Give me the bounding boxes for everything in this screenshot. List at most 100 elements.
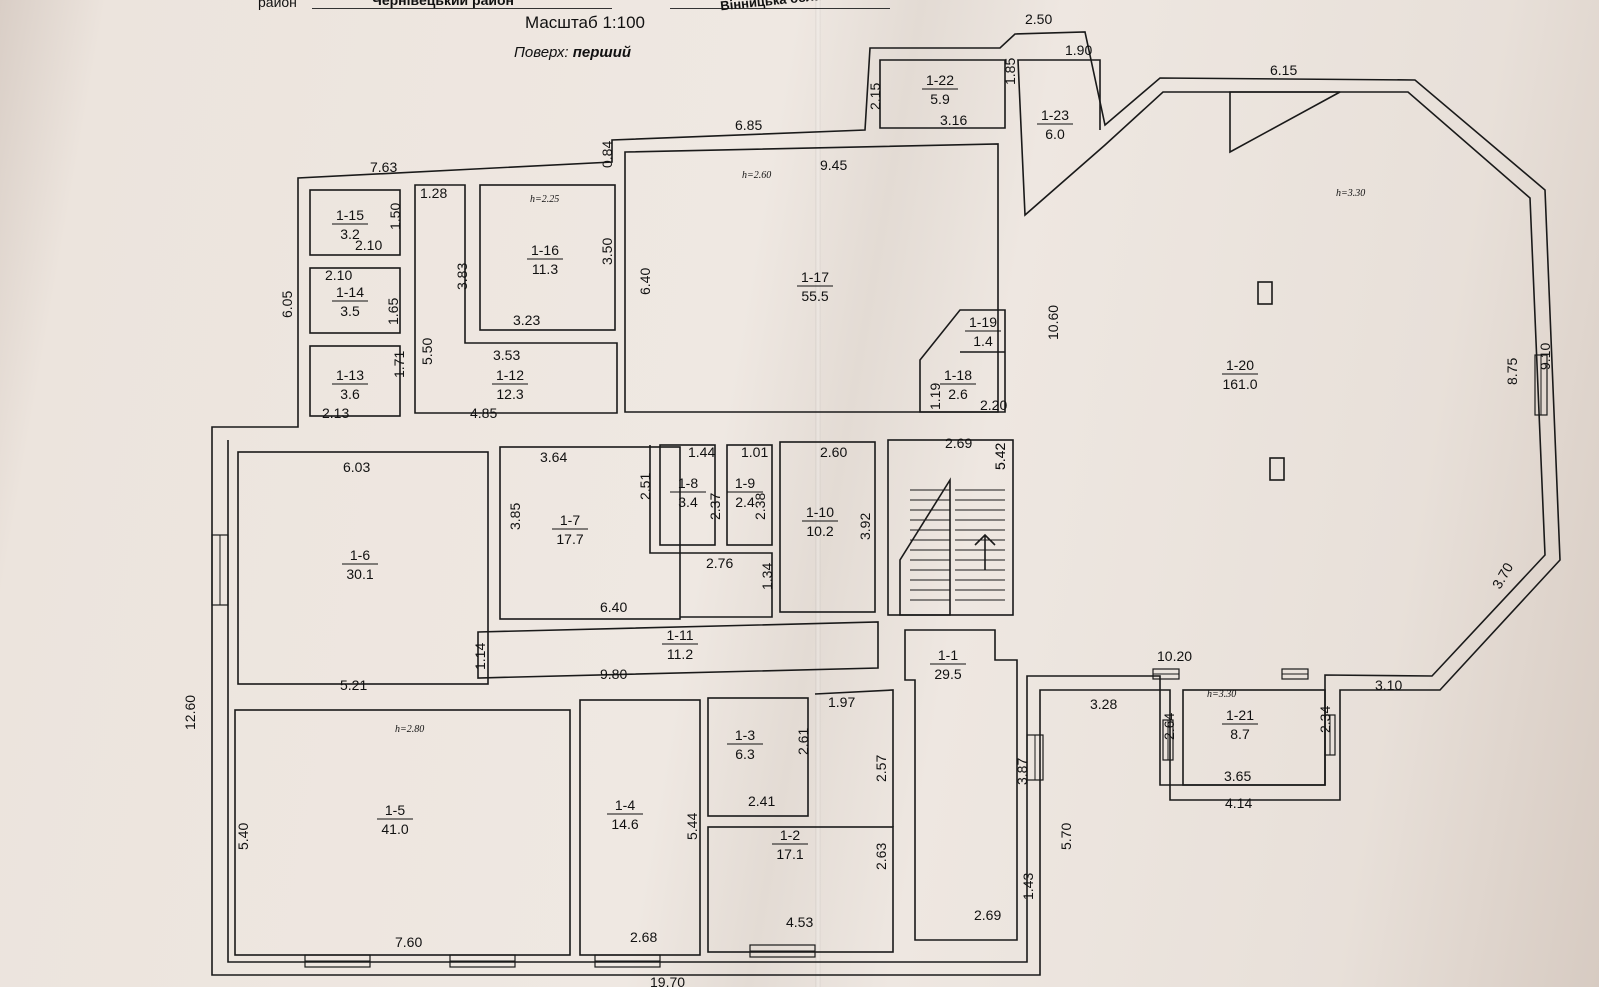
room-area: 2.6 [948, 386, 968, 402]
district-label: район [258, 0, 297, 10]
room-id: 1-5 [385, 802, 405, 818]
window [304, 954, 371, 968]
room-area: 55.5 [801, 288, 828, 304]
room-1-8-outline [659, 444, 716, 546]
room-area: 5.9 [930, 91, 950, 107]
scale-label: Масштаб 1:100 [525, 13, 645, 32]
dimension-label: 9.10 [1537, 343, 1553, 370]
window [1026, 734, 1044, 781]
dimension-label: 19.70 [650, 974, 685, 987]
room-area: 41.0 [381, 821, 408, 837]
dimension-label: 3.65 [1224, 768, 1251, 784]
room-id: 1-8 [678, 475, 698, 491]
dimension-label: 9.45 [820, 157, 847, 173]
dimension-label: 1.97 [828, 694, 855, 710]
dimension-label: 5.50 [419, 338, 435, 365]
room-label-1-21: 1-218.7 [1222, 707, 1258, 742]
room-area: 6.3 [735, 746, 755, 762]
dimension-label: 6.85 [735, 117, 762, 133]
room-label-1-13: 1-133.6 [332, 367, 368, 402]
dimension-label: 1.34 [759, 563, 775, 590]
dimension-label: 5.44 [684, 813, 700, 840]
room-label-1-18: 1-182.6 [940, 367, 976, 402]
dimension-label: 2.37 [707, 493, 723, 520]
dimension-label: 5.40 [235, 823, 251, 850]
dimension-label: 12.60 [182, 695, 198, 730]
room-label-1-16: 1-16 11.3 [527, 242, 563, 277]
dimension-label: 10.20 [1157, 648, 1192, 664]
dimension-label: 1.90 [1065, 42, 1092, 58]
dimension-label: 7.63 [370, 159, 397, 175]
windows [211, 354, 1548, 968]
dimension-label: 2.69 [974, 907, 1001, 923]
dimension-label: 3.28 [1090, 696, 1117, 712]
district-underline [312, 8, 612, 9]
room-label-1-22: 1-22 5.9 [922, 72, 958, 107]
dimension-label: 3.10 [1375, 677, 1402, 693]
dimension-label: 5.70 [1058, 823, 1074, 850]
dimension-label: 2.15 [867, 83, 883, 110]
room-area: 10.2 [806, 523, 833, 539]
room-label-1-19: 1-191.4 [965, 314, 1001, 349]
window [1281, 668, 1309, 680]
room-label-1-8: 1-83.4 [670, 475, 706, 510]
dimension-label: 1.14 [472, 643, 488, 670]
dimension-label: 2.38 [752, 493, 768, 520]
dimension-label: 3.50 [599, 238, 615, 265]
room-1-13-outline [309, 345, 401, 417]
room-1-14-outline [309, 267, 401, 334]
dimension-label: 2.60 [820, 444, 847, 460]
dimension-label: 1.28 [420, 185, 447, 201]
room-id: 1-16 [531, 242, 559, 258]
room-1-1-outline [904, 629, 1018, 941]
room-1-3-outline [707, 697, 809, 817]
ceiling-height-label: h=2.60 [742, 170, 771, 181]
dimension-label: 1.85 [1002, 58, 1018, 85]
room-area: 11.2 [667, 646, 693, 662]
room-area: 1.4 [973, 333, 993, 349]
dimension-label: 3.92 [857, 513, 873, 540]
room-label-1-2: 1-217.1 [772, 827, 808, 862]
dimension-label: 2.63 [873, 843, 889, 870]
floor-label-text: Поверх: [514, 44, 569, 61]
dimension-label: 5.42 [992, 443, 1008, 470]
dimension-label: 0.84 [599, 141, 615, 168]
room-1-20-niche [1229, 91, 1341, 154]
dimension-label: 2.68 [630, 929, 657, 945]
room-id: 1-7 [560, 512, 580, 528]
dimension-label: 10.60 [1045, 305, 1061, 340]
room-area: 12.3 [496, 386, 523, 402]
room-id: 1-15 [336, 207, 364, 223]
room-1-6-outline [237, 451, 489, 685]
dimension-label: 2.51 [637, 473, 653, 500]
room-id: 1-22 [926, 72, 954, 88]
window [594, 954, 661, 968]
dimension-label: 1.19 [927, 383, 943, 410]
dimension-label: 6.15 [1270, 62, 1297, 78]
dimension-label: 1.43 [1020, 873, 1036, 900]
window [1324, 714, 1336, 756]
window [1534, 354, 1548, 416]
room-walls [234, 91, 1341, 956]
dimension-label: 4.85 [470, 405, 497, 421]
room-label-1-7: 1-717.7 [552, 512, 588, 547]
room-area: 2.4 [735, 494, 755, 510]
room-area: 6.0 [1045, 126, 1065, 142]
dimension-label: 2.13 [322, 405, 349, 421]
room-id: 1-17 [801, 269, 829, 285]
room-area: 3.5 [340, 303, 360, 319]
ceiling-height-label: h=3.30 [1207, 689, 1236, 700]
room-1-11-outline [477, 621, 879, 679]
room-area: 11.3 [532, 261, 558, 277]
room-area: 3.2 [340, 226, 360, 242]
room-label-1-5: 1-5 41.0 [377, 802, 413, 837]
floor-value: перший [572, 44, 632, 61]
room-id: 1-20 [1226, 357, 1254, 373]
dimension-label: 1.71 [391, 351, 407, 378]
room-1-9-outline [726, 444, 773, 546]
dimension-label: 8.75 [1504, 358, 1520, 385]
